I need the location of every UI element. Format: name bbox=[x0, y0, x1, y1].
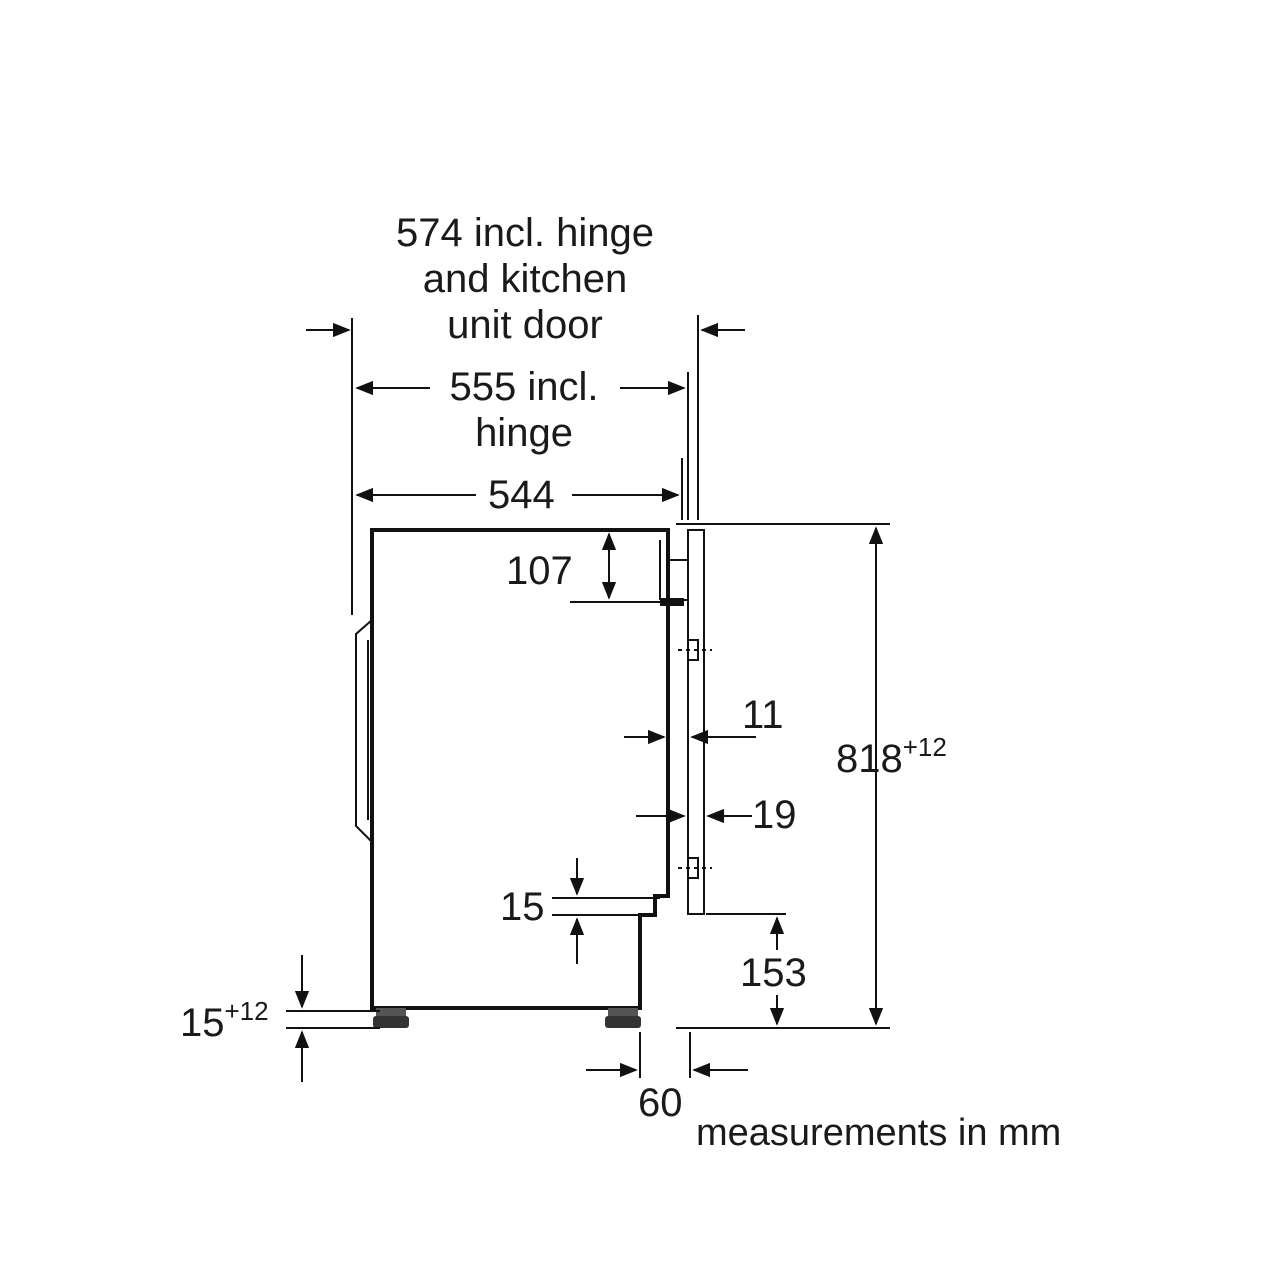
front-door-profile bbox=[355, 619, 373, 843]
gap-19-label: 19 bbox=[752, 793, 797, 837]
width-incl-hinge-label: 555 incl. hinge bbox=[424, 364, 624, 456]
plinth-15-label: 15 bbox=[500, 885, 545, 929]
rear-control-box bbox=[660, 559, 689, 606]
depth-60-label: 60 bbox=[638, 1081, 683, 1125]
gap-11-label: 11 bbox=[742, 693, 784, 737]
overall-width-line-1: 574 incl. hinge bbox=[396, 211, 654, 255]
extension-lines bbox=[286, 315, 890, 1078]
units-note: measurements in mm bbox=[696, 1112, 1062, 1154]
machine-feet bbox=[373, 1008, 641, 1028]
overall-width-line-3: unit door bbox=[447, 303, 603, 347]
foot-height-label: 15+12 bbox=[180, 996, 269, 1050]
plinth-153-label: 153 bbox=[740, 951, 807, 995]
width-hinge-line-2: hinge bbox=[475, 411, 573, 455]
kitchen-unit-door bbox=[678, 529, 712, 915]
foot-height-tolerance: +12 bbox=[224, 996, 269, 1026]
foot-height-value: 15 bbox=[180, 1001, 225, 1045]
overall-width-line-2: and kitchen bbox=[422, 257, 628, 301]
top-panel-label: 107 bbox=[506, 549, 573, 593]
height-tolerance: +12 bbox=[902, 732, 947, 762]
height-value: 818 bbox=[836, 737, 903, 781]
body-width-label: 544 bbox=[488, 473, 555, 517]
dimension-arrows bbox=[294, 322, 884, 1082]
height-label: 818+12 bbox=[836, 732, 947, 786]
overall-width-label: 574 incl. hinge and kitchen unit door bbox=[352, 210, 698, 348]
width-hinge-line-1: 555 incl. bbox=[449, 365, 599, 409]
